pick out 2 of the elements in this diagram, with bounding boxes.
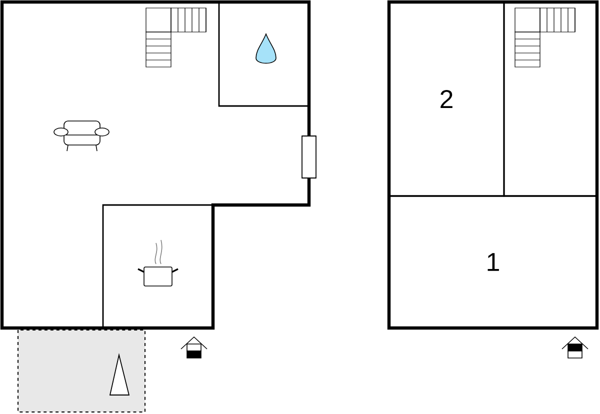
room: 1 bbox=[388, 195, 598, 329]
node-label: 2 bbox=[440, 90, 452, 108]
